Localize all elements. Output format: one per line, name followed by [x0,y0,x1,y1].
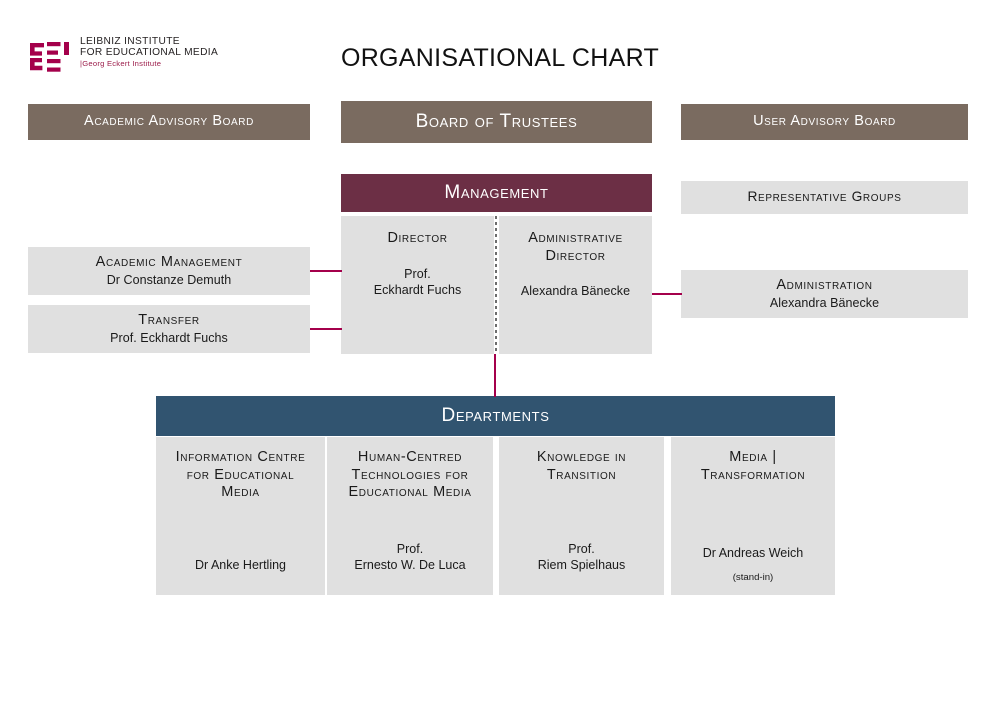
department-lead: Prof. Ernesto W. De Luca [354,542,466,572]
academic-management-role: Academic Management [95,254,243,271]
administrative-director-name: Alexandra Bänecke [520,284,631,299]
director-name: Prof. Eckhardt Fuchs [373,266,462,297]
logo-line-2: FOR EDUCATIONAL MEDIA [80,47,219,59]
academic-management-name: Dr Constanze Demuth [106,272,232,287]
department-name: Information Centre for Educational Media [175,449,306,501]
gei-logo-wordmark: LEIBNIZ INSTITUTE FOR EDUCATIONAL MEDIA … [80,36,218,68]
gei-logo: LEIBNIZ INSTITUTE FOR EDUCATIONAL MEDIA … [28,36,243,82]
administration-role: Administration [776,277,873,294]
academic-management-box: Academic Management Dr Constanze Demuth [28,247,310,295]
departments-header-label: Departments [441,405,550,427]
department-box: Human-Centred Technologies for Education… [327,437,493,595]
academic-advisory-board-box: Academic Advisory Board [28,104,310,140]
departments-header-box: Departments [156,396,835,436]
connector-academic-management [310,270,342,272]
department-name: Human-Centred Technologies for Education… [348,449,472,501]
transfer-role: Transfer [138,312,200,329]
logo-line-1: LEIBNIZ INSTITUTE [80,36,180,47]
user-advisory-board-box: User Advisory Board [681,104,968,140]
transfer-box: Transfer Prof. Eckhardt Fuchs [28,305,310,353]
connector-management-departments [494,354,496,397]
management-header-box: Management [341,174,652,212]
management-divider [495,216,497,354]
board-of-trustees-label: Board of Trustees [415,111,578,133]
transfer-name: Prof. Eckhardt Fuchs [110,330,228,345]
academic-advisory-board-label: Academic Advisory Board [84,113,254,130]
director-role: Director [387,230,448,246]
department-box: Information Centre for Educational Media… [156,437,325,595]
department-lead: Dr Andreas Weich [702,545,804,560]
page-title: ORGANISATIONAL CHART [340,44,660,72]
department-lead: Prof. Riem Spielhaus [537,542,626,572]
connector-transfer [310,328,342,330]
department-name: Media | Transformation [700,449,806,483]
management-header-label: Management [444,182,549,204]
representative-groups-box: Representative Groups [681,181,968,214]
department-note: (stand-in) [732,571,774,583]
gei-logo-icon [28,37,72,77]
user-advisory-board-label: User Advisory Board [753,113,896,130]
department-box: Knowledge in Transition Prof. Riem Spiel… [499,437,664,595]
representative-groups-label: Representative Groups [747,189,902,205]
department-name: Knowledge in Transition [536,449,627,483]
administration-name: Alexandra Bänecke [769,295,880,310]
administration-box: Administration Alexandra Bänecke [681,270,968,318]
department-lead: Dr Anke Hertling [194,558,286,572]
logo-line-3: |Georg Eckert Institute [80,58,162,68]
department-box: Media | Transformation Dr Andreas Weich … [671,437,835,595]
administrative-director-box: Administrative Director Alexandra Bäneck… [499,216,652,354]
connector-administration [652,293,682,295]
board-of-trustees-box: Board of Trustees [341,101,652,143]
director-box: Director Prof. Eckhardt Fuchs [341,216,494,354]
administrative-director-role: Administrative Director [528,230,623,264]
